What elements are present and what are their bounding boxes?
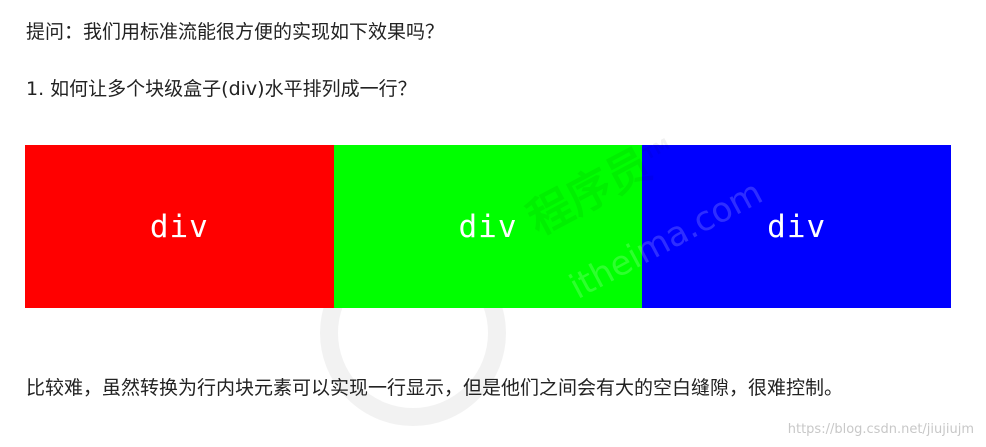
- box-label: div: [767, 208, 827, 245]
- question-item: 1. 如何让多个块级盒子(div)水平排列成一行？: [26, 78, 417, 100]
- answer-text: 比较难，虽然转换为行内块元素可以实现一行显示，但是他们之间会有大的空白缝隙，很难…: [26, 377, 844, 399]
- div-row: div div div: [25, 145, 952, 308]
- source-credit: https://blog.csdn.net/jiujiujm: [787, 422, 974, 437]
- question-title: 提问：我们用标准流能很方便的实现如下效果吗？: [26, 21, 445, 43]
- blue-div-box: div: [642, 145, 952, 308]
- box-label: div: [149, 208, 209, 245]
- red-div-box: div: [25, 145, 334, 308]
- green-div-box: div: [333, 145, 643, 308]
- box-label: div: [458, 208, 518, 245]
